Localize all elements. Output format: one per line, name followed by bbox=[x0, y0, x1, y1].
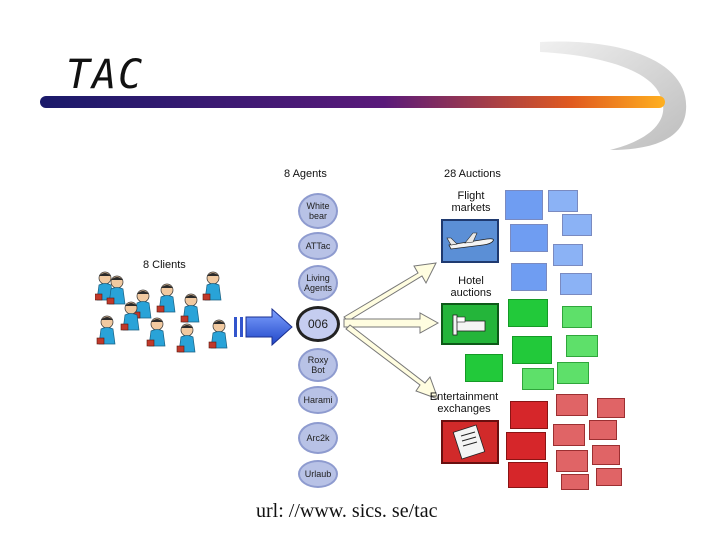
agent-roxy-bot: Roxy Bot bbox=[298, 348, 338, 382]
entertainment-auction-box bbox=[553, 424, 585, 446]
agent-living-agents: Living Agents bbox=[298, 265, 338, 301]
entertainment-auction-box bbox=[508, 462, 548, 488]
agent-urlaub: Urlaub bbox=[298, 460, 338, 488]
slide-title: TAC bbox=[66, 52, 145, 98]
clients-label: 8 Clients bbox=[143, 259, 186, 271]
clients-group-icon bbox=[95, 271, 228, 353]
bed-icon bbox=[441, 303, 499, 345]
hotel-auctions-label: Hotel auctions bbox=[450, 275, 492, 299]
header-swoosh bbox=[40, 41, 687, 150]
entertainment-auction-box bbox=[597, 398, 625, 418]
entertainment-auction-box bbox=[506, 432, 546, 460]
flight-auction-box bbox=[511, 263, 547, 291]
hotel-auction-box bbox=[562, 306, 592, 328]
agents-label: 8 Agents bbox=[284, 168, 327, 180]
swoosh-arc bbox=[540, 41, 687, 150]
agent-to-market-arrows bbox=[343, 262, 440, 400]
auctions-label: 28 Auctions bbox=[444, 168, 501, 180]
entertainment-exchanges-label: Entertainment exchanges bbox=[429, 391, 499, 415]
flight-markets-label: Flight markets bbox=[451, 190, 491, 214]
flight-auction-box bbox=[562, 214, 592, 236]
hotel-auction-box bbox=[508, 299, 548, 327]
entertainment-auction-box bbox=[556, 450, 588, 472]
tickets-icon bbox=[441, 420, 499, 464]
slide-url: url: //www. sics. se/tac bbox=[256, 500, 438, 522]
title-underline bbox=[40, 96, 665, 108]
entertainment-auction-box bbox=[510, 401, 548, 429]
hotel-auction-box bbox=[557, 362, 589, 384]
flight-auction-box bbox=[548, 190, 578, 212]
entertainment-auction-box bbox=[592, 445, 620, 465]
arrow-to-hotel bbox=[343, 312, 440, 334]
flight-auction-box bbox=[510, 224, 548, 252]
arrow-to-flight bbox=[343, 262, 437, 322]
agent-006: 006 bbox=[296, 306, 340, 342]
entertainment-auction-box bbox=[589, 420, 617, 440]
agent-harami: Harami bbox=[298, 386, 338, 414]
clients-to-agent-arrow bbox=[234, 307, 293, 347]
flight-auction-box bbox=[505, 190, 543, 220]
entertainment-auction-box bbox=[561, 474, 589, 490]
flight-auction-box bbox=[560, 273, 592, 295]
agent-white-bear: White bear bbox=[298, 193, 338, 229]
hotel-auction-box bbox=[512, 336, 552, 364]
entertainment-auction-box bbox=[556, 394, 588, 416]
airplane-icon bbox=[441, 219, 499, 263]
hotel-auction-box bbox=[465, 354, 503, 382]
agent-arc2k: Arc2k bbox=[298, 422, 338, 454]
hotel-auction-box bbox=[522, 368, 554, 390]
flight-auction-box bbox=[553, 244, 583, 266]
arrow-to-entertainment bbox=[345, 324, 439, 400]
entertainment-auction-box bbox=[596, 468, 622, 486]
agent-attac: ATTac bbox=[298, 232, 338, 260]
hotel-auction-box bbox=[566, 335, 598, 357]
